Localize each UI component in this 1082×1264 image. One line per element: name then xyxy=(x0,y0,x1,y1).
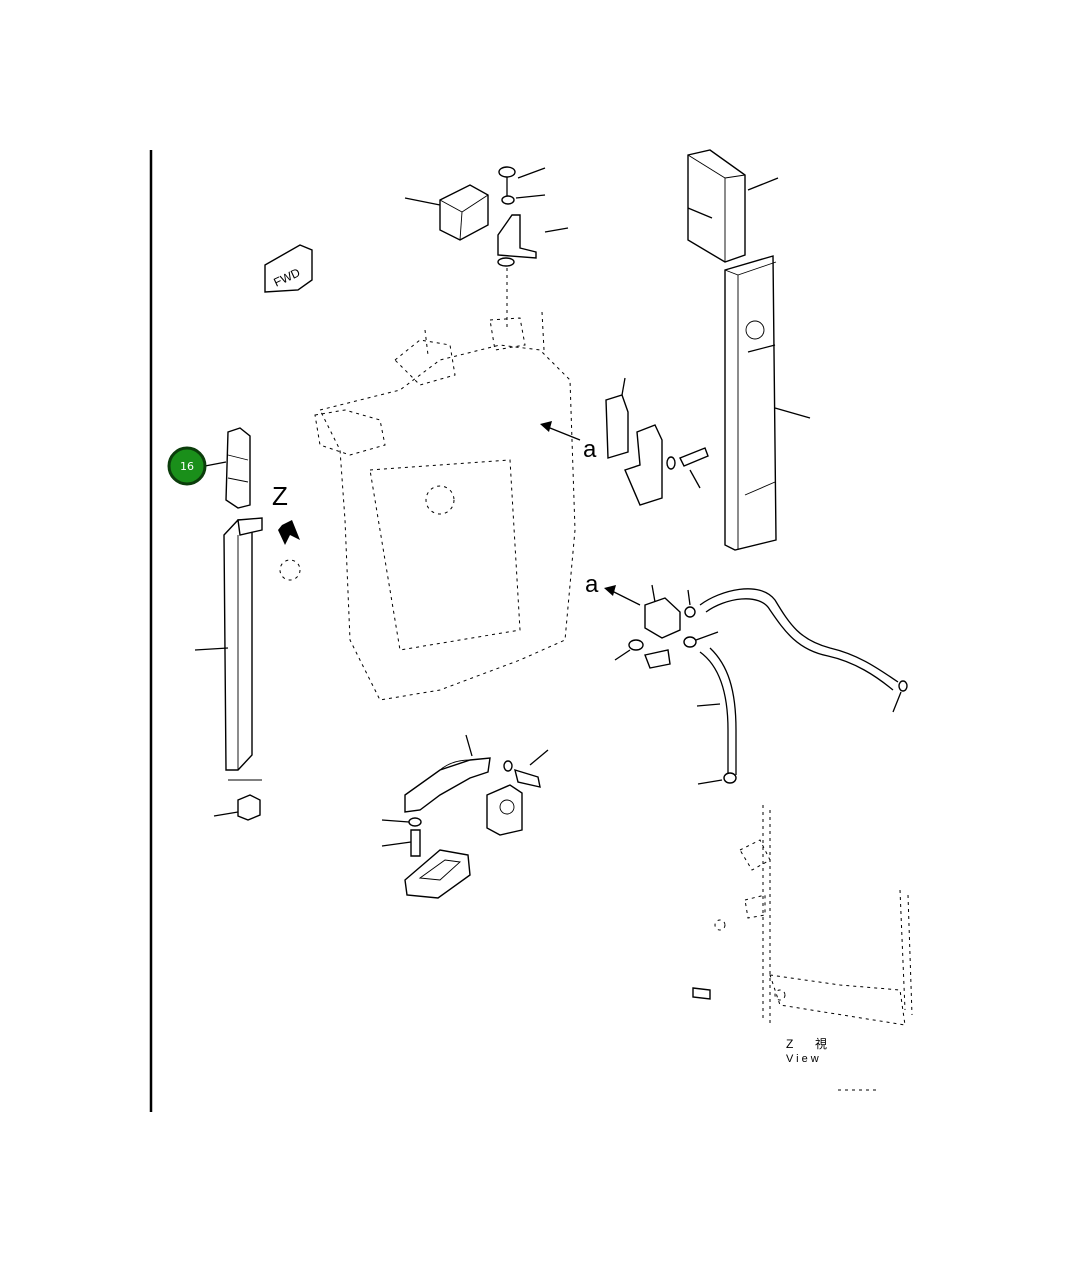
arrow-a-lower: a xyxy=(585,571,641,606)
top-bolt-part xyxy=(497,166,569,330)
radiator-assembly xyxy=(279,311,576,701)
view-z-arrow: Z xyxy=(272,481,300,545)
callout-16-label: 16 xyxy=(180,460,194,473)
view-caption-letter: Z xyxy=(786,1037,793,1051)
top-cover-part xyxy=(404,184,489,241)
view-z-letter: Z xyxy=(272,481,288,511)
arrow-a-lower-label: a xyxy=(585,571,599,598)
arrow-a-upper-label: a xyxy=(583,436,597,463)
side-bracket-part xyxy=(605,377,709,506)
view-caption-kanji: 視 xyxy=(815,1036,827,1051)
fwd-badge: FWD xyxy=(264,244,313,293)
hose-assembly xyxy=(614,584,908,785)
bottom-bracket-part xyxy=(381,734,549,899)
view-caption-word: View xyxy=(786,1053,822,1065)
view-z-inset: Z 視 View xyxy=(692,805,913,1091)
right-cover-panel xyxy=(687,149,811,551)
part-16-cover xyxy=(204,427,251,509)
left-seal-strip xyxy=(194,517,263,821)
arrow-a-upper: a xyxy=(540,421,597,463)
callout-16-button[interactable]: 16 xyxy=(167,446,207,486)
